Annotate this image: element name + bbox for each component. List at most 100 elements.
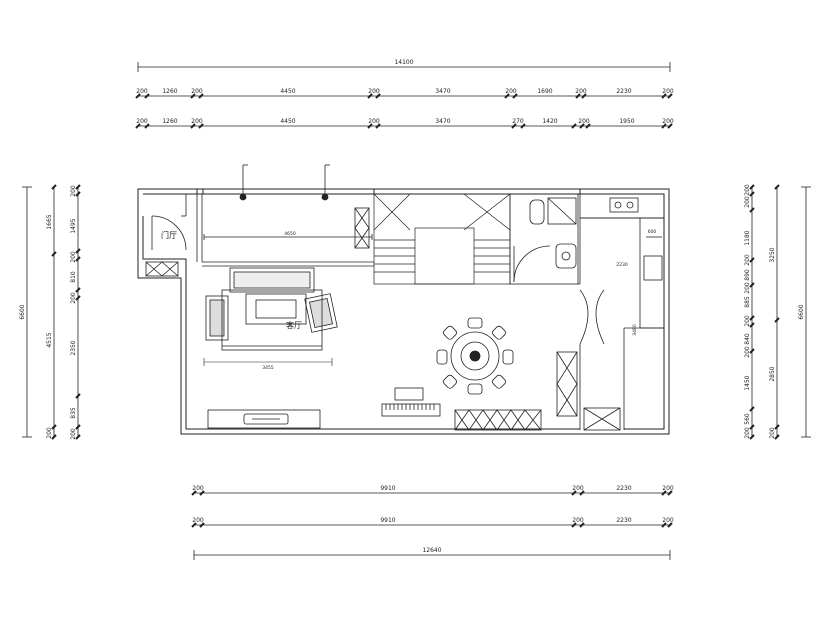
bath-door-swing	[513, 245, 551, 283]
foyer	[145, 194, 203, 277]
bottom-overall-dim: 12640	[422, 547, 441, 554]
living-dim-line	[203, 358, 333, 366]
svg-text:200: 200	[744, 315, 751, 327]
right-overall-dim: 6600	[798, 304, 805, 319]
svg-text:200: 200	[744, 282, 751, 294]
svg-text:3470: 3470	[435, 118, 450, 125]
svg-text:200: 200	[191, 118, 203, 125]
svg-text:200: 200	[744, 184, 751, 196]
svg-text:200: 200	[578, 118, 590, 125]
kitchen-door-right	[595, 289, 605, 345]
sofa	[229, 267, 315, 293]
svg-text:200: 200	[46, 427, 53, 439]
svg-text:885: 885	[744, 296, 751, 308]
svg-text:200: 200	[505, 88, 517, 95]
svg-text:890: 890	[744, 269, 751, 281]
right-dimensions	[749, 184, 811, 440]
sofa-set	[205, 267, 338, 351]
svg-text:200: 200	[70, 428, 77, 440]
top-dim-ticks	[135, 93, 673, 129]
svg-text:200: 200	[70, 292, 77, 304]
ceiling-lights	[239, 164, 330, 201]
svg-text:200: 200	[572, 485, 584, 492]
left-dimensions	[22, 184, 81, 440]
svg-text:200: 200	[744, 254, 751, 266]
svg-text:200: 200	[572, 517, 584, 524]
svg-text:2350: 2350	[70, 340, 77, 355]
svg-text:200: 200	[769, 427, 776, 439]
entry-door-swing	[151, 215, 187, 251]
sideboard-right	[556, 351, 578, 417]
svg-text:200: 200	[662, 485, 674, 492]
dining-table	[436, 317, 514, 395]
living-width-note: 4650	[284, 231, 296, 237]
svg-text:200: 200	[662, 517, 674, 524]
svg-text:4515: 4515	[46, 332, 53, 347]
rug	[221, 289, 323, 351]
tv-cabinet	[207, 409, 321, 429]
right-dim-row1: 200 200 1180 200 890 200 885 200 840 200…	[744, 184, 751, 439]
svg-text:200: 200	[191, 88, 203, 95]
armchair-right	[304, 293, 338, 333]
left-dim-row2: 200 1495 200 810 200 2350 835 200	[70, 185, 77, 440]
top-dim-row2: 200 1260 200 4450 200 3470 270 1420 200 …	[136, 118, 674, 125]
svg-text:1260: 1260	[162, 88, 177, 95]
top-dim-row1: 200 1260 200 4450 200 3470 200 1690 200 …	[136, 88, 674, 95]
living-partition	[202, 207, 374, 267]
kitchen-door-left	[579, 289, 589, 345]
svg-text:3250: 3250	[769, 247, 776, 262]
sideboard-bottom	[454, 409, 542, 431]
fridge	[583, 407, 621, 431]
shoe-cabinet	[145, 261, 179, 277]
svg-text:2230: 2230	[616, 517, 631, 524]
svg-text:840: 840	[744, 333, 751, 345]
toilet	[529, 199, 545, 225]
wall-cabinet	[354, 207, 370, 249]
svg-text:2850: 2850	[769, 366, 776, 381]
svg-text:200: 200	[192, 517, 204, 524]
svg-text:200: 200	[744, 196, 751, 208]
bottom-dim-row1: 200 9910 200 2230 200	[192, 485, 674, 492]
piano	[381, 387, 441, 417]
svg-text:270: 270	[512, 118, 524, 125]
svg-text:1180: 1180	[744, 230, 751, 245]
svg-text:200: 200	[368, 118, 380, 125]
svg-text:200: 200	[744, 427, 751, 439]
svg-text:200: 200	[136, 118, 148, 125]
washbasin	[555, 243, 577, 269]
top-overall-dim: 14100	[394, 59, 413, 66]
kitchen-dim-600: 600	[648, 229, 657, 235]
living-dim-note: 3455	[262, 365, 274, 371]
svg-text:1450: 1450	[744, 375, 751, 390]
bathroom	[509, 193, 579, 285]
svg-text:560: 560	[744, 413, 751, 425]
foyer-label: 门厅	[161, 230, 177, 240]
svg-text:200: 200	[136, 88, 148, 95]
svg-text:835: 835	[70, 407, 77, 419]
svg-text:1665: 1665	[46, 214, 53, 229]
svg-text:2230: 2230	[616, 485, 631, 492]
svg-text:2230: 2230	[616, 88, 631, 95]
living-label: 客厅	[286, 320, 302, 330]
svg-text:9910: 9910	[380, 485, 395, 492]
coffee-table	[245, 293, 307, 325]
svg-text:200: 200	[192, 485, 204, 492]
svg-text:4450: 4450	[280, 118, 295, 125]
svg-text:1690: 1690	[537, 88, 552, 95]
left-overall-dim: 6600	[19, 304, 26, 319]
staircase	[373, 193, 511, 285]
stove	[609, 197, 639, 213]
bottom-dim-row2: 200 9910 200 2230 200	[192, 517, 674, 524]
kitchen	[578, 193, 665, 431]
top-dimensions	[135, 62, 673, 129]
kitchen-dim-3480: 3480	[632, 324, 638, 336]
svg-text:200: 200	[70, 185, 77, 197]
svg-text:200: 200	[662, 88, 674, 95]
kitchen-dim-2230: 2230	[616, 262, 628, 268]
svg-text:200: 200	[744, 346, 751, 358]
svg-text:3470: 3470	[435, 88, 450, 95]
svg-text:200: 200	[662, 118, 674, 125]
shower	[547, 197, 577, 225]
bottom-dimensions	[191, 490, 673, 560]
